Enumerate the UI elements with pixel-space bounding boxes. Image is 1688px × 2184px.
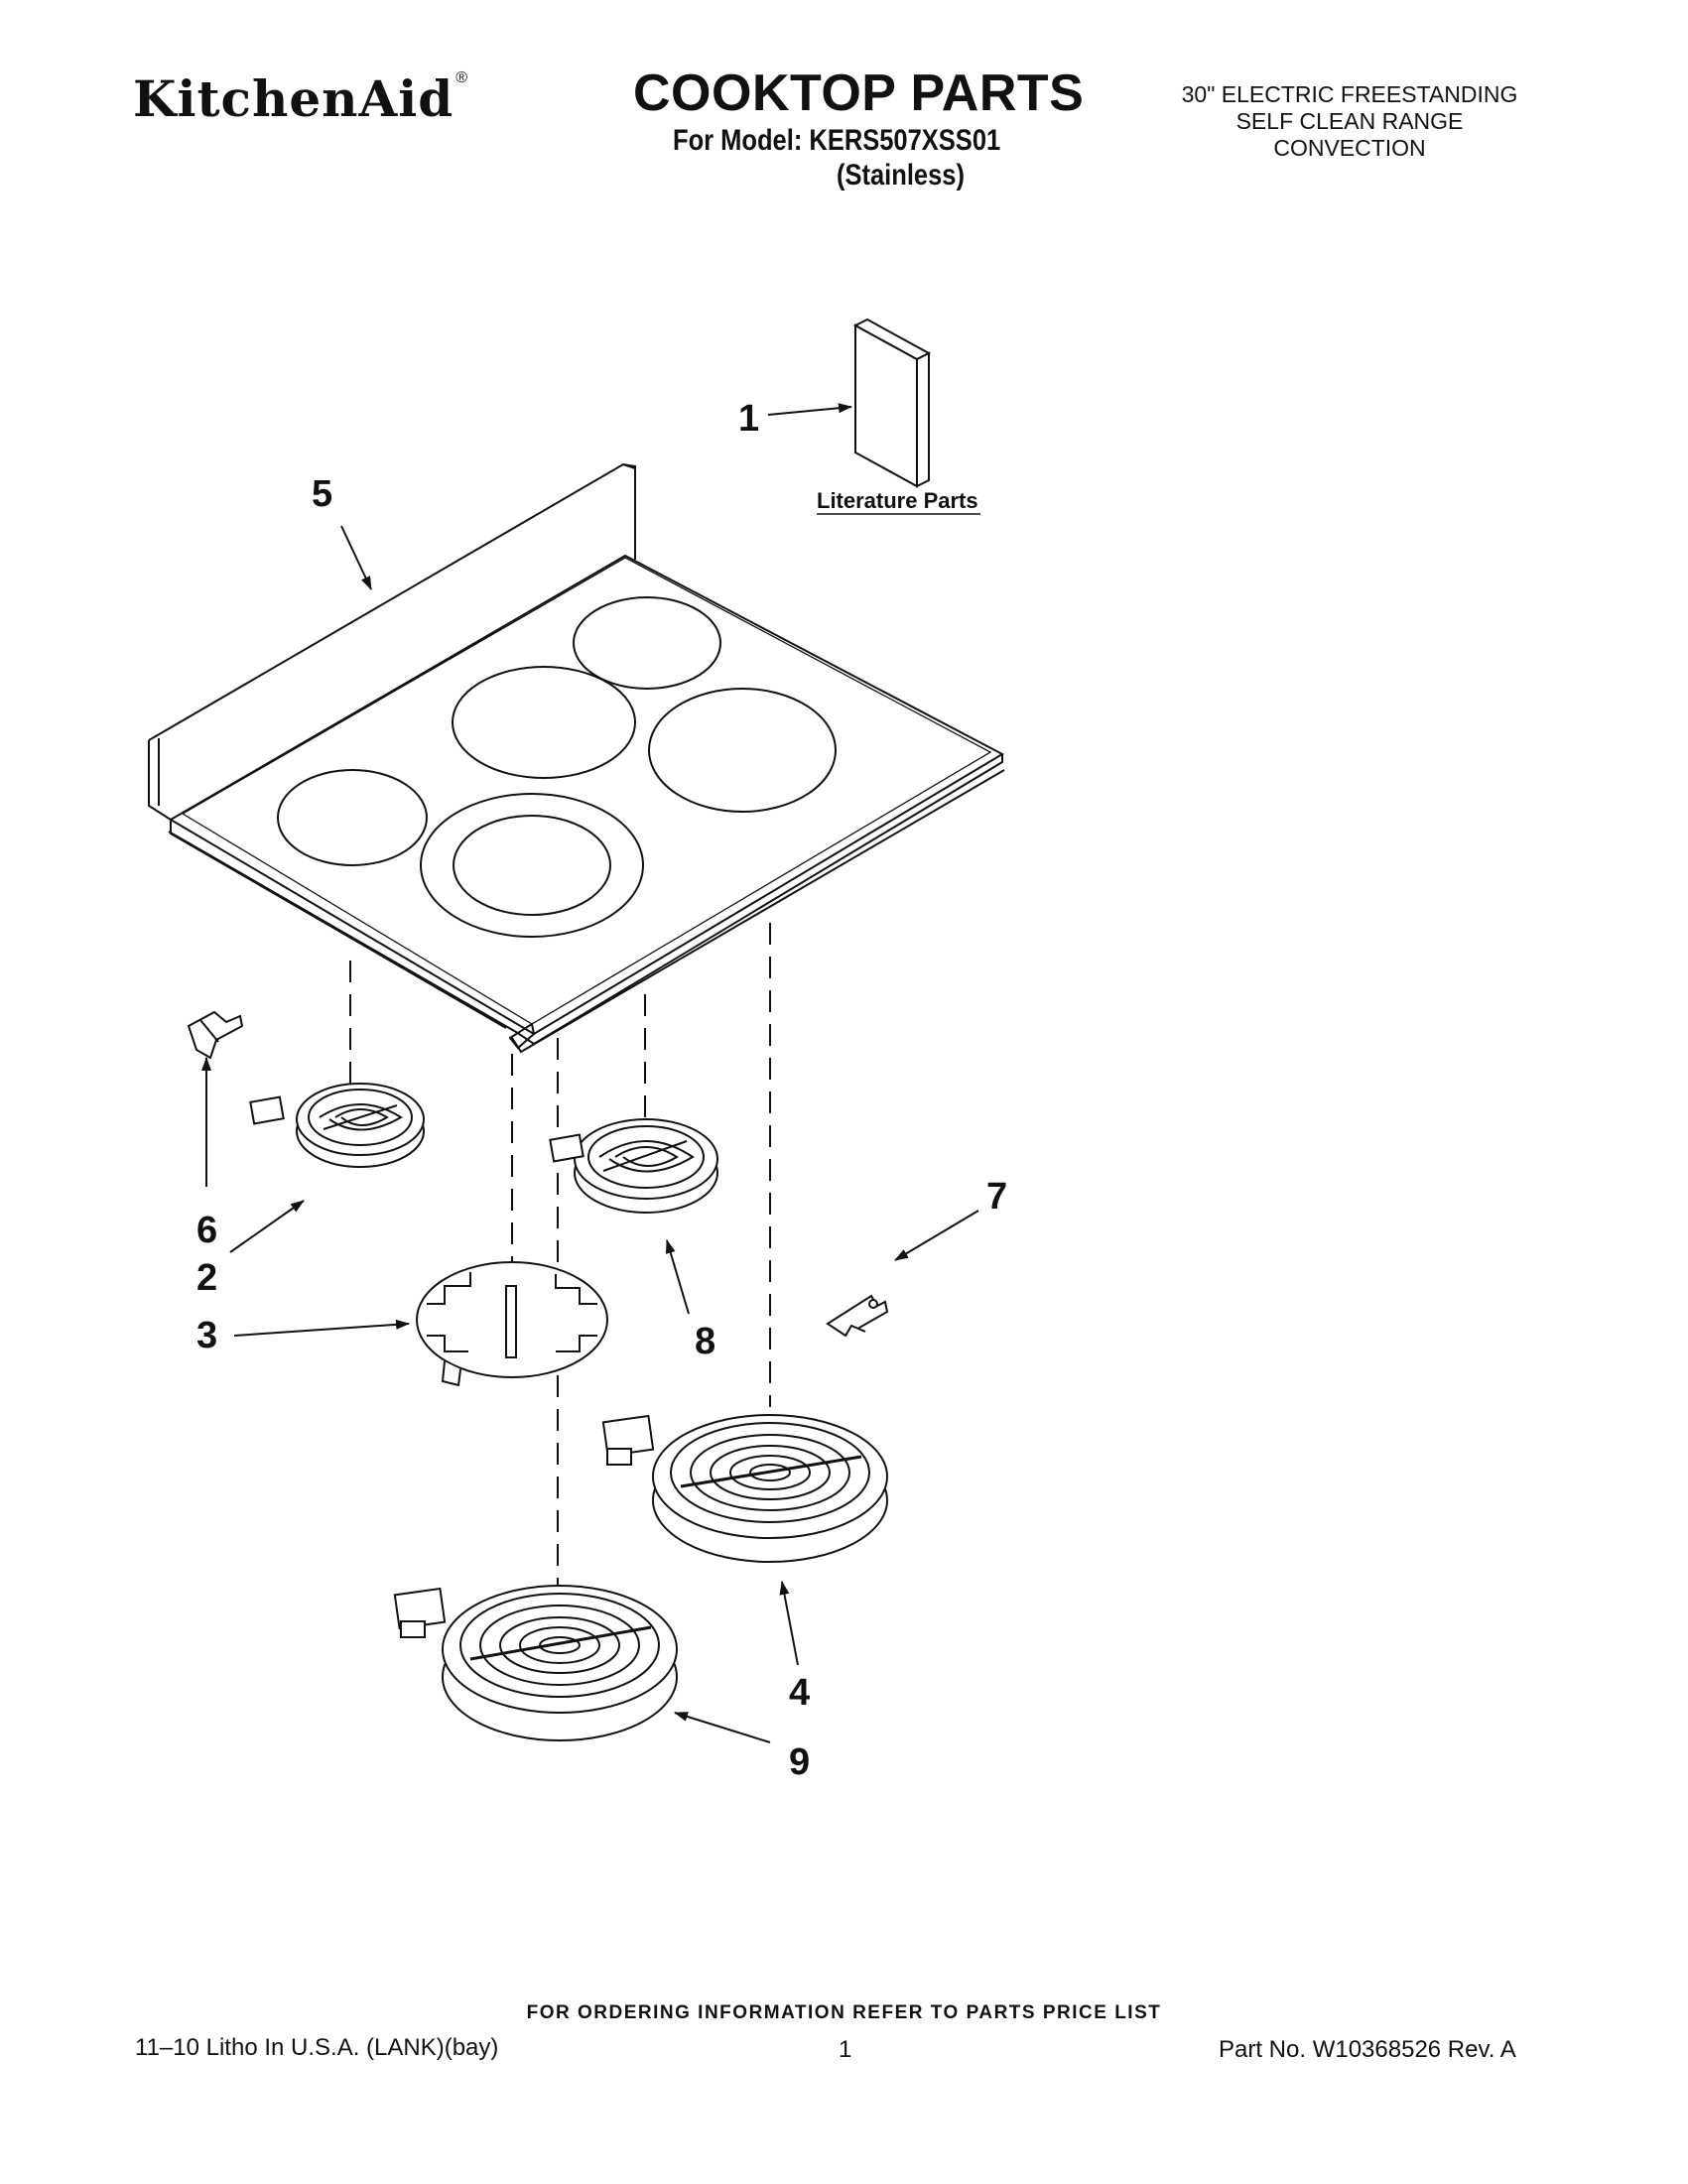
callout-1: 1 xyxy=(738,398,759,440)
page-number: 1 xyxy=(839,2036,852,2063)
part-9-radiant-element xyxy=(393,1585,678,1741)
part-3-limiter-plate xyxy=(416,1261,608,1387)
part-number: Part No. W10368526 Rev. A xyxy=(1219,2036,1516,2063)
callout-2: 2 xyxy=(196,1257,217,1299)
finish-label: (Stainless) xyxy=(837,159,965,192)
callout-8: 8 xyxy=(695,1321,715,1362)
part-6-clip xyxy=(187,1010,244,1060)
description-line-1: 30" ELECTRIC FREESTANDING xyxy=(1181,81,1518,107)
description-line-2: SELF CLEAN RANGE xyxy=(1235,108,1464,134)
callout-4: 4 xyxy=(789,1672,810,1714)
callout-3: 3 xyxy=(196,1315,217,1356)
registered-mark: ® xyxy=(455,69,469,86)
callout-7: 7 xyxy=(986,1176,1007,1218)
litho-info: 11–10 Litho In U.S.A. (LANK)(bay) xyxy=(135,2034,499,2061)
cooktop-main-top xyxy=(148,462,1005,1054)
callout-5: 5 xyxy=(312,473,332,515)
description-line-3: CONVECTION xyxy=(1273,135,1426,161)
page-title: COOKTOP PARTS xyxy=(633,64,1085,122)
brand-name: KitchenAid xyxy=(133,69,454,128)
model-line: For Model: KERS507XSS01 xyxy=(673,124,1001,157)
product-description: 30" ELECTRIC FREESTANDING SELF CLEAN RAN… xyxy=(1131,81,1568,162)
brand-logo: KitchenAid® xyxy=(133,69,468,128)
callout-6: 6 xyxy=(196,1210,217,1251)
ordering-info: FOR ORDERING INFORMATION REFER TO PARTS … xyxy=(526,2002,1162,2023)
callout-9: 9 xyxy=(789,1741,810,1783)
part-7-bracket xyxy=(826,1294,889,1338)
part-8-radiant-element xyxy=(549,1118,718,1214)
part-2-radiant-element xyxy=(249,1083,425,1168)
leader-arrows xyxy=(201,403,979,1743)
part-4-large-radiant-element xyxy=(601,1414,888,1563)
literature-parts-label: Literature Parts xyxy=(817,488,978,513)
literature-booklet xyxy=(852,318,932,488)
